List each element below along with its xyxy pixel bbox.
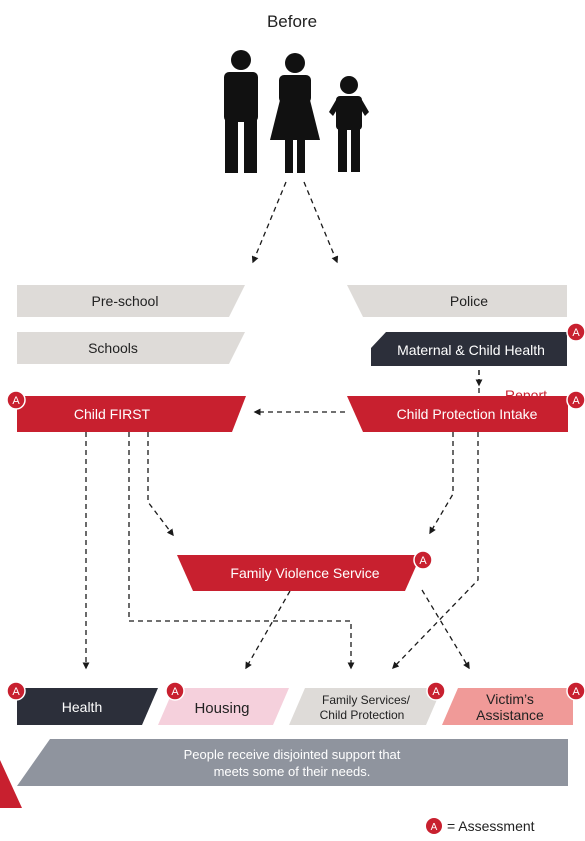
police-box	[347, 285, 567, 317]
woman-figure-icon	[270, 53, 320, 173]
preschool-label: Pre-school	[92, 293, 159, 309]
connector-arrows	[82, 181, 483, 670]
assessment-badge-maternal: A	[566, 322, 585, 342]
summary-bar	[17, 739, 568, 786]
svg-text:A: A	[12, 686, 20, 698]
svg-text:A: A	[572, 395, 580, 407]
family-services-label-line2: Child Protection	[320, 708, 405, 722]
assessment-badge-fvs: A	[413, 550, 433, 570]
assessment-badge-victims: A	[566, 681, 585, 701]
svg-text:A: A	[432, 686, 440, 698]
svg-text:A: A	[572, 327, 580, 339]
corner-accent	[0, 760, 22, 808]
health-box	[17, 688, 158, 725]
assessment-badge-health: A	[6, 681, 26, 701]
child-figure-icon	[329, 76, 369, 172]
assessment-legend: A = Assessment	[426, 818, 535, 834]
police-label: Police	[450, 293, 488, 309]
victims-assistance-label-line2: Assistance	[476, 707, 544, 723]
man-figure-icon	[224, 50, 258, 173]
maternal-child-health-label: Maternal & Child Health	[397, 342, 545, 358]
legend-badge-icon	[426, 818, 442, 834]
housing-label: Housing	[194, 700, 249, 717]
legend-text: = Assessment	[447, 818, 535, 834]
schools-box	[17, 332, 245, 364]
maternal-child-health-notch	[371, 332, 386, 348]
child-first-label: Child FIRST	[74, 406, 151, 422]
child-first-box	[17, 396, 246, 432]
schools-label: Schools	[88, 340, 138, 356]
assessment-badge-child-first: A	[6, 390, 26, 410]
svg-text:A: A	[572, 686, 580, 698]
family-violence-service-label: Family Violence Service	[230, 565, 379, 581]
svg-text:A: A	[171, 686, 179, 698]
svg-text:A: A	[431, 822, 438, 833]
summary-line2: meets some of their needs.	[214, 764, 371, 779]
family-services-label-line1: Family Services/	[322, 693, 411, 707]
victims-assistance-box	[442, 688, 573, 725]
preschool-box	[17, 285, 245, 317]
family-violence-service-box	[177, 555, 421, 591]
health-label: Health	[62, 699, 102, 715]
child-protection-intake-label: Child Protection Intake	[397, 406, 538, 422]
summary-line1: People receive disjointed support that	[184, 747, 401, 762]
assessment-badge-cpi: A	[566, 390, 585, 410]
svg-text:A: A	[12, 395, 20, 407]
victims-assistance-label-line1: Victim’s	[486, 691, 534, 707]
maternal-child-health-box	[371, 332, 567, 366]
svg-text:A: A	[419, 555, 427, 567]
assessment-badge-family-services: A	[426, 681, 446, 701]
family-services-box	[289, 688, 442, 725]
diagram-title: Before	[267, 12, 317, 31]
child-protection-intake-box	[347, 396, 568, 432]
assessment-badge-housing: A	[165, 681, 185, 701]
housing-box	[158, 688, 289, 725]
